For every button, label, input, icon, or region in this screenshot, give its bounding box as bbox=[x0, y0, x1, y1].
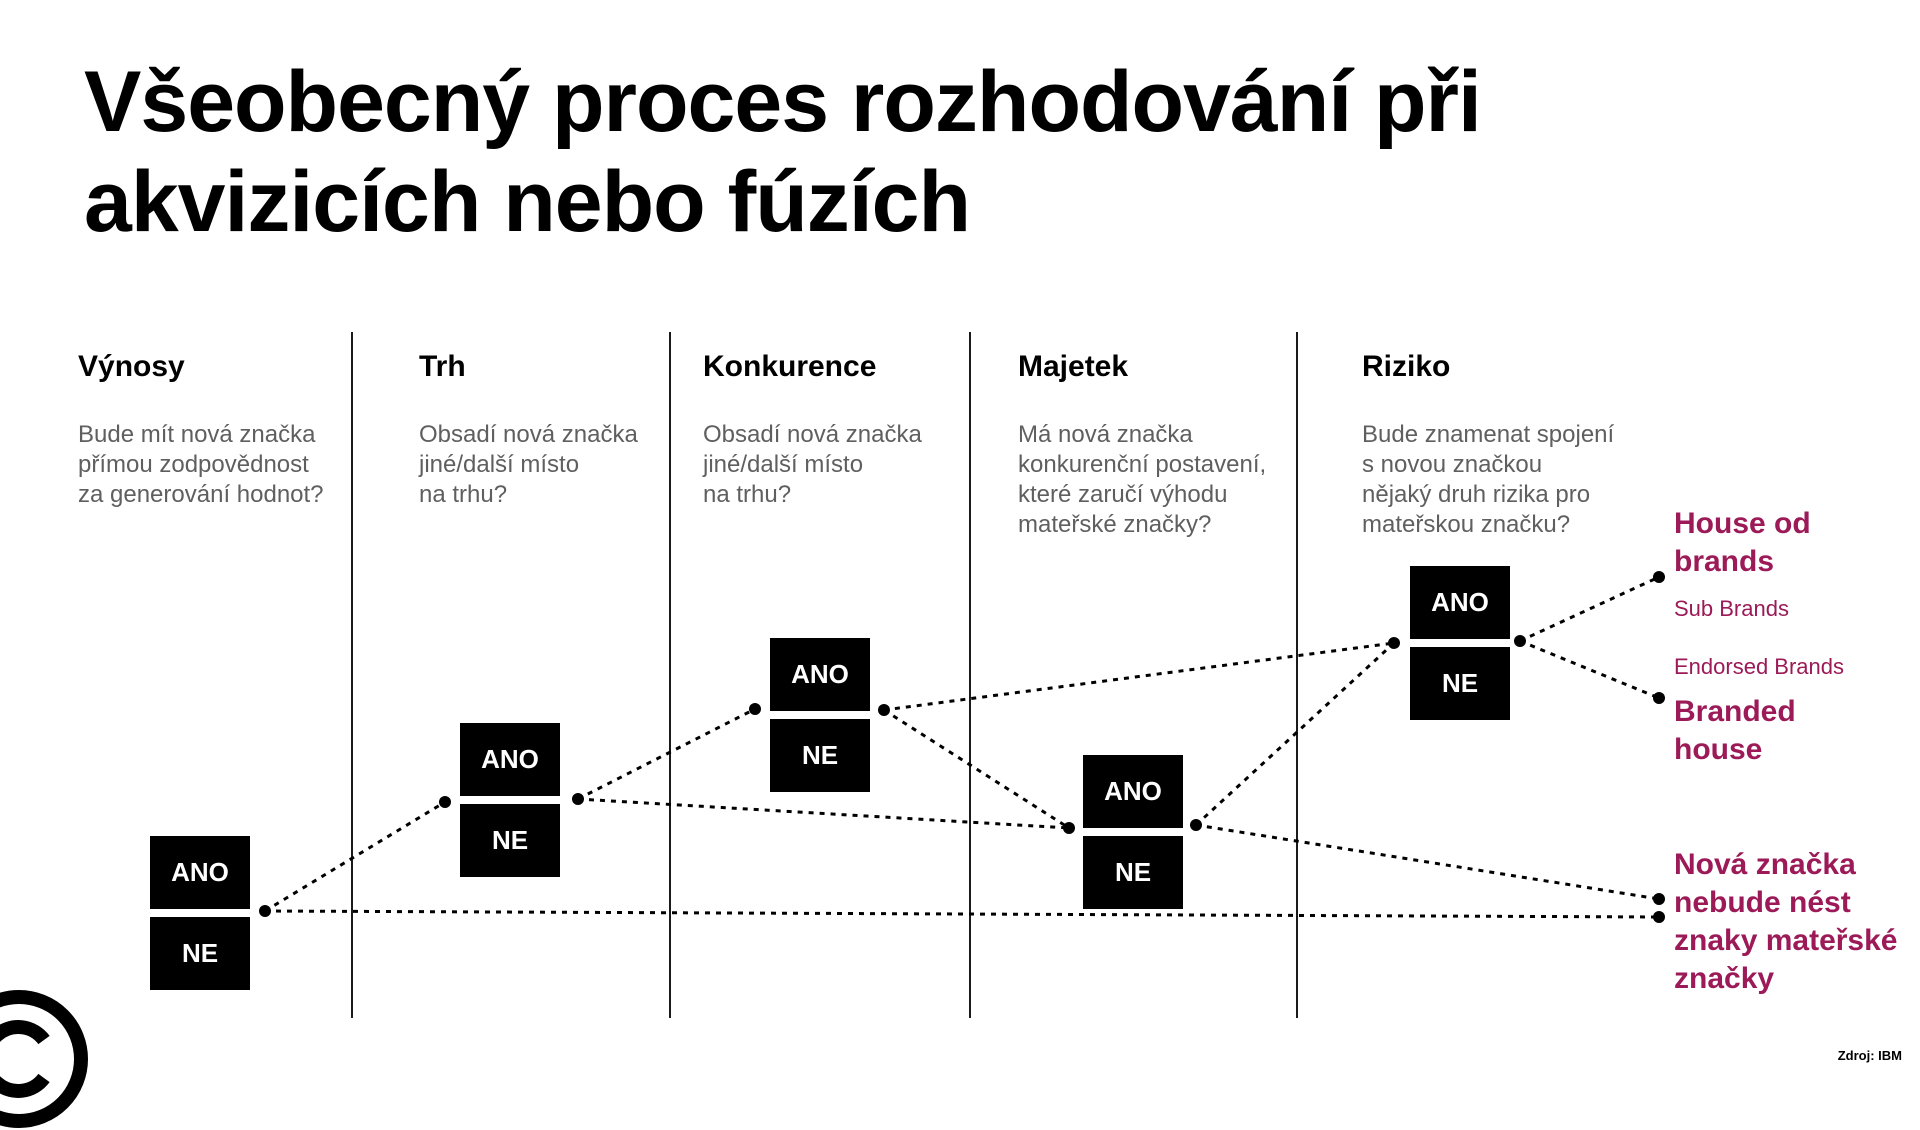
outcome-line: nebude nést bbox=[1674, 886, 1851, 919]
column-question-konkurence: Obsadí nová značka jiné/další místo na t… bbox=[703, 420, 922, 510]
connector-dot bbox=[259, 905, 271, 917]
connector-line bbox=[264, 909, 1660, 919]
connector-dot bbox=[1653, 893, 1665, 905]
connector-line bbox=[1195, 823, 1660, 901]
column-title-vynosy: Výnosy bbox=[78, 350, 185, 383]
connector-line bbox=[577, 797, 1070, 830]
column-question-majetek: Má nová značka konkurenční postavení, kt… bbox=[1018, 420, 1266, 540]
question-line: mateřskou značku? bbox=[1362, 511, 1571, 538]
decision-no: NE bbox=[770, 719, 870, 792]
outcome-line: brands bbox=[1674, 545, 1775, 578]
question-line: mateřské značky? bbox=[1018, 511, 1212, 538]
page-title: Všeobecný proces rozhodování při akvizic… bbox=[84, 52, 1684, 252]
connector-line bbox=[1194, 641, 1396, 827]
question-line: za generování hodnot? bbox=[78, 481, 324, 508]
outcome-branded-house: Branded house bbox=[1674, 693, 1796, 769]
source-credit: Zdroj: IBM bbox=[1837, 1048, 1902, 1063]
column-question-vynosy: Bude mít nová značka přímou zodpovědnost… bbox=[78, 420, 324, 510]
connector-dot bbox=[1653, 571, 1665, 583]
outcome-new-brand: Nová značka nebude nést znaky mateřské z… bbox=[1674, 846, 1897, 998]
column-title-konkurence: Konkurence bbox=[703, 350, 877, 383]
outcome-line: Nová značka bbox=[1674, 848, 1856, 881]
outcome-line: Branded bbox=[1674, 695, 1796, 728]
decision-yes: ANO bbox=[1083, 755, 1183, 828]
column-divider bbox=[969, 332, 971, 1018]
connector-line bbox=[883, 641, 1395, 712]
decision-yes: ANO bbox=[770, 638, 870, 711]
column-title-riziko: Riziko bbox=[1362, 350, 1451, 383]
outcome-line: House od bbox=[1674, 507, 1811, 540]
outcome-sub-brands: Sub Brands bbox=[1674, 596, 1789, 621]
copyright-icon bbox=[0, 990, 88, 1128]
connector-dot bbox=[878, 704, 890, 716]
decision-box-riziko: ANO NE bbox=[1410, 566, 1510, 720]
column-title-majetek: Majetek bbox=[1018, 350, 1129, 383]
connector-dot bbox=[439, 796, 451, 808]
connector-line bbox=[1519, 639, 1660, 700]
question-line: Má nová značka bbox=[1018, 421, 1193, 448]
decision-yes: ANO bbox=[460, 723, 560, 796]
question-line: Bude mít nová značka bbox=[78, 421, 316, 448]
column-question-trh: Obsadí nová značka jiné/další místo na t… bbox=[419, 420, 638, 510]
decision-box-vynosy: ANO NE bbox=[150, 836, 250, 990]
outcome-line: house bbox=[1674, 733, 1763, 766]
question-line: Obsadí nová značka bbox=[703, 421, 922, 448]
connector-dot bbox=[1653, 692, 1665, 704]
question-line: konkurenční postavení, bbox=[1018, 451, 1267, 478]
question-line: jiné/další místo bbox=[703, 451, 864, 478]
connector-line bbox=[264, 800, 446, 913]
decision-box-konkurence: ANO NE bbox=[770, 638, 870, 792]
decision-yes: ANO bbox=[150, 836, 250, 909]
connector-dot bbox=[1388, 637, 1400, 649]
question-line: Obsadí nová značka bbox=[419, 421, 638, 448]
decision-no: NE bbox=[1410, 647, 1510, 720]
column-divider bbox=[351, 332, 353, 1018]
question-line: které zaručí výhodu bbox=[1018, 481, 1228, 508]
decision-no: NE bbox=[1083, 836, 1183, 909]
outcome-endorsed-brands: Endorsed Brands bbox=[1674, 654, 1844, 679]
decision-connectors bbox=[259, 571, 1665, 923]
connector-line bbox=[1519, 575, 1660, 643]
column-title-trh: Trh bbox=[419, 350, 466, 383]
decision-yes: ANO bbox=[1410, 566, 1510, 639]
column-divider bbox=[669, 332, 671, 1018]
question-line: s novou značkou bbox=[1362, 451, 1543, 478]
question-line: na trhu? bbox=[703, 481, 792, 508]
connector-dot bbox=[749, 703, 761, 715]
connector-line bbox=[577, 707, 756, 801]
question-line: Bude znamenat spojení bbox=[1362, 421, 1615, 448]
page-title-line-2: akvizicích nebo fúzích bbox=[84, 154, 971, 250]
connector-dot bbox=[572, 793, 584, 805]
connector-dot bbox=[1653, 911, 1665, 923]
connector-dot bbox=[1063, 822, 1075, 834]
decision-box-trh: ANO NE bbox=[460, 723, 560, 877]
question-line: jiné/další místo bbox=[419, 451, 580, 478]
outcome-line: značky bbox=[1674, 962, 1775, 995]
column-divider bbox=[1296, 332, 1298, 1018]
connector-dot bbox=[1190, 819, 1202, 831]
column-question-riziko: Bude znamenat spojení s novou značkou ně… bbox=[1362, 420, 1614, 540]
outcome-house-of-brands: House od brands bbox=[1674, 505, 1811, 581]
question-line: na trhu? bbox=[419, 481, 508, 508]
question-line: nějaký druh rizika pro bbox=[1362, 481, 1591, 508]
decision-no: NE bbox=[150, 917, 250, 990]
question-line: přímou zodpovědnost bbox=[78, 451, 309, 478]
outcome-line: znaky mateřské bbox=[1674, 924, 1898, 957]
connector-dot bbox=[1514, 635, 1526, 647]
page-title-line-1: Všeobecný proces rozhodování při bbox=[84, 54, 1482, 150]
decision-box-majetek: ANO NE bbox=[1083, 755, 1183, 909]
connector-line bbox=[883, 708, 1070, 830]
decision-no: NE bbox=[460, 804, 560, 877]
